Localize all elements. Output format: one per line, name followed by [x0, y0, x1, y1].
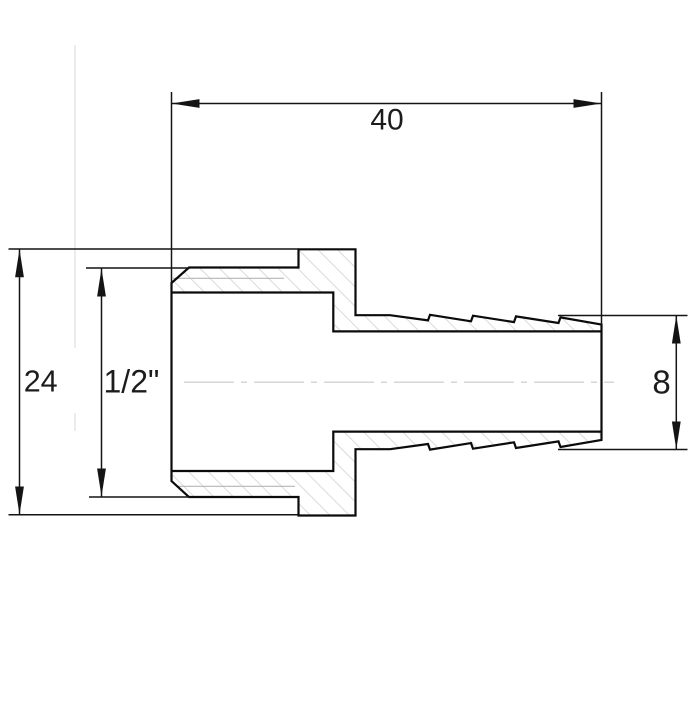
svg-text:40: 40	[370, 104, 403, 137]
svg-text:8: 8	[652, 364, 670, 401]
svg-text:1/2": 1/2"	[104, 364, 160, 400]
svg-text:24: 24	[24, 365, 58, 399]
